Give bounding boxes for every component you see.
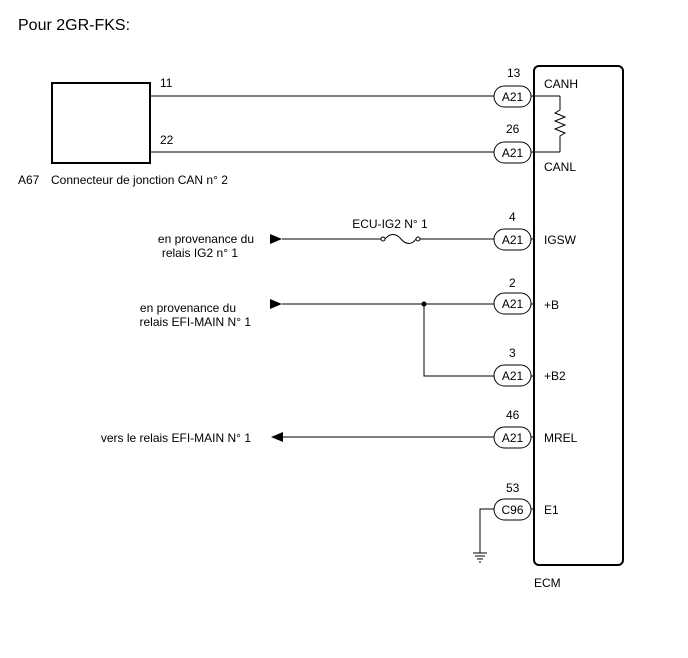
connector-canl: A21 (502, 146, 524, 160)
junction-connector-label: Connecteur de jonction CAN n° 2 (51, 173, 228, 187)
resistor-icon (534, 95, 567, 153)
connector-pill-canl (493, 141, 532, 164)
wire-igsw: en provenance du relais IG2 n° 1 ECU-IG2… (158, 210, 577, 260)
pin-left-canl: 22 (160, 133, 174, 147)
junction-connector-box (51, 82, 151, 164)
fuse-icon (380, 234, 421, 244)
connector-pill-canh (493, 85, 532, 108)
ecm-box (533, 65, 624, 566)
fuse-label: ECU-IG2 N° 1 (352, 217, 428, 231)
pin-e1: 53 (506, 481, 520, 495)
connector-pill-b2 (493, 364, 532, 387)
ecm-label: ECM (534, 576, 561, 590)
source-b-line2: relais EFI-MAIN N° 1 (140, 315, 252, 329)
pin-mrel: 46 (506, 408, 520, 422)
diagram-title: Pour 2GR-FKS: (18, 17, 130, 34)
dest-mrel: vers le relais EFI-MAIN N° 1 (101, 431, 251, 445)
connector-pill-igsw (493, 228, 532, 251)
arrow-left-icon (271, 432, 283, 442)
wire-b2: 3 A21 +B2 (423, 304, 566, 387)
signal-igsw: IGSW (544, 233, 577, 247)
connector-b: A21 (502, 297, 524, 311)
pin-left-canh: 11 (160, 76, 173, 90)
signal-canh: CANH (544, 77, 578, 91)
connector-e1: C96 (501, 503, 523, 517)
signal-b: +B (544, 298, 559, 312)
source-b-line1: en provenance du (140, 301, 236, 315)
wire-mrel: vers le relais EFI-MAIN N° 1 46 A21 MREL (101, 408, 578, 449)
arrow-right-icon (270, 234, 282, 244)
connector-b2: A21 (502, 369, 524, 383)
signal-b2: +B2 (544, 369, 566, 383)
pin-canh: 13 (507, 66, 521, 80)
pin-igsw: 4 (509, 210, 516, 224)
arrow-right-icon (270, 299, 282, 309)
signal-e1: E1 (544, 503, 559, 517)
wire-canh: 11 13 A21 CANH (150, 66, 578, 108)
pin-b2: 3 (509, 346, 516, 360)
source-igsw-line2: relais IG2 n° 1 (162, 246, 238, 260)
connector-igsw: A21 (502, 233, 524, 247)
wire-canl: 22 26 A21 CANL (150, 122, 576, 174)
junction-connector-code: A67 (18, 173, 40, 187)
connector-pill-mrel (493, 426, 532, 449)
pin-b: 2 (509, 276, 516, 290)
signal-canl: CANL (544, 160, 576, 174)
pin-canl: 26 (506, 122, 520, 136)
signal-mrel: MREL (544, 431, 578, 445)
wire-e1: 53 C96 E1 (473, 481, 559, 563)
connector-mrel: A21 (502, 431, 524, 445)
connector-pill-b (493, 292, 532, 315)
connector-canh: A21 (502, 90, 524, 104)
source-igsw-line1: en provenance du (158, 232, 254, 246)
ground-icon (473, 552, 487, 563)
wire-b: en provenance du relais EFI-MAIN N° 1 2 … (140, 276, 560, 329)
